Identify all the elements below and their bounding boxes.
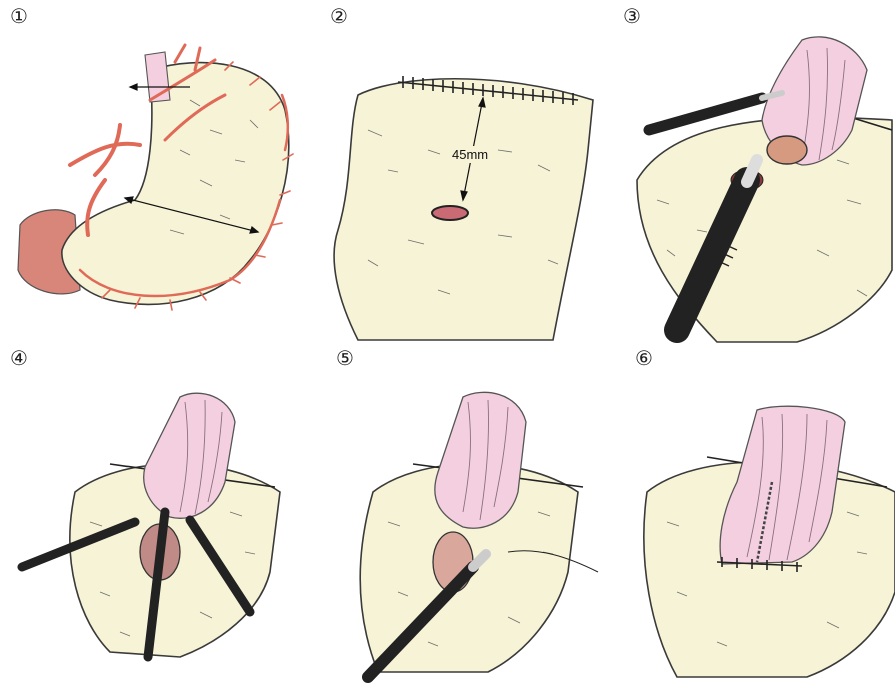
- step-2-panel: ② 45mm: [298, 0, 596, 342]
- step-5-panel: ⑤: [298, 342, 596, 684]
- completed-anastomosis-illustration: [597, 342, 895, 684]
- stomach-body: [62, 63, 289, 305]
- stomach-vessels-illustration: [0, 0, 298, 342]
- remnant-stomach-illustration: [298, 0, 596, 342]
- step-1-panel: ①: [0, 0, 298, 342]
- anvil-head: [767, 136, 807, 164]
- stapler-firing-illustration: [298, 342, 596, 684]
- anastomosis-graspers-illustration: [0, 342, 298, 684]
- step-6-panel: ⑥: [597, 342, 895, 684]
- step-3-panel: ③: [597, 0, 895, 342]
- step-4-panel: ④: [0, 342, 298, 684]
- measurement-label: 45mm: [450, 146, 490, 163]
- gastrotomy-opening: [432, 206, 468, 220]
- stapler-insertion-illustration: [597, 0, 895, 342]
